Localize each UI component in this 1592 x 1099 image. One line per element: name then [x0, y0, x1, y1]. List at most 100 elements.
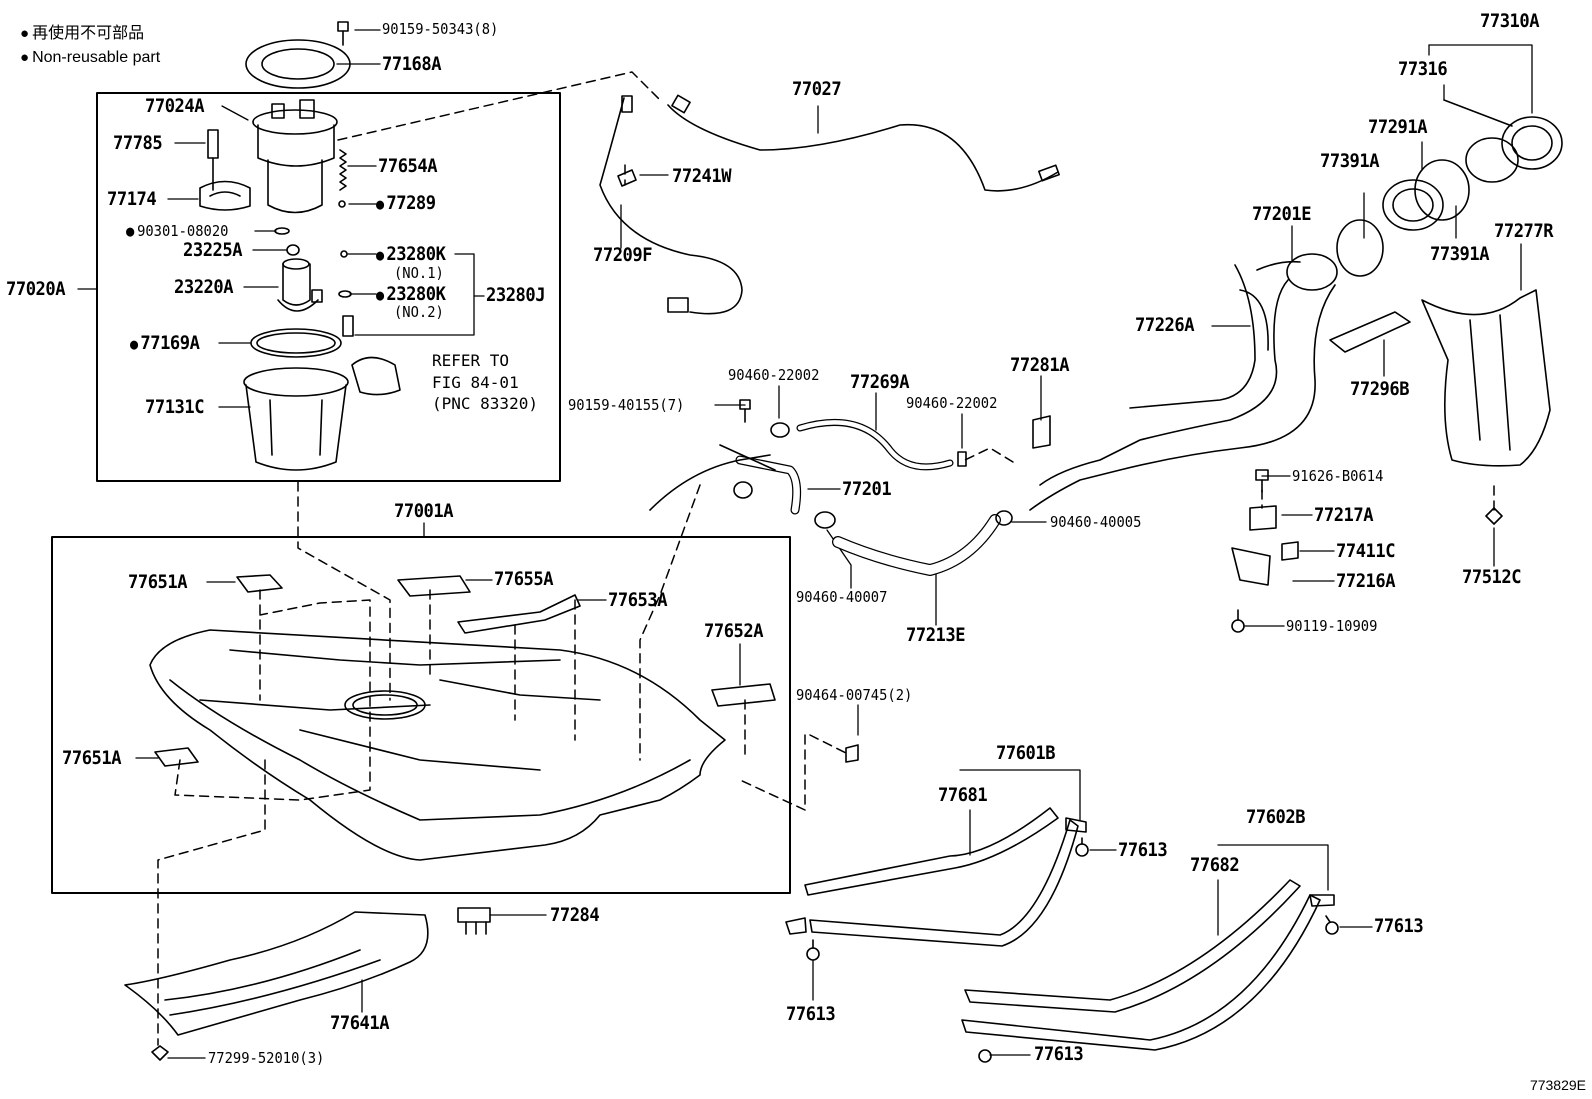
- label-77226A: 77226A: [1135, 314, 1195, 336]
- label-77411C: 77411C: [1336, 540, 1396, 562]
- wire-connector: [671, 94, 1060, 182]
- label-77168A: 77168A: [382, 53, 442, 75]
- clamps: [733, 422, 1013, 529]
- label-77001A: 77001A: [394, 500, 454, 522]
- oring-77391A-right: [1414, 159, 1470, 221]
- oring-23280K-1: [340, 250, 348, 258]
- label-77213E: 77213E: [906, 624, 966, 646]
- cushion-23225A: [286, 244, 300, 256]
- label-77174: 77174: [107, 188, 157, 210]
- sender-gauge-77785: [207, 129, 219, 191]
- label-90159-50343: 90159-50343(8): [382, 20, 499, 38]
- label-77316: 77316: [1398, 58, 1448, 80]
- label-77217A: 77217A: [1314, 504, 1374, 526]
- bolt-90119: [1231, 609, 1245, 633]
- label-77269A: 77269A: [850, 371, 910, 393]
- oring-77391A-left: [1336, 219, 1384, 277]
- label-77613-lower-left: 77613: [786, 1003, 836, 1025]
- bracket-77296B: [1329, 311, 1411, 353]
- fuel-pump-assembly-frame: [96, 92, 561, 482]
- oring-77289: [338, 200, 346, 208]
- label-23280K-2: 23280K: [376, 285, 446, 304]
- label-77681: 77681: [938, 784, 988, 806]
- label-77024A: 77024A: [145, 95, 205, 117]
- label-77655A: 77655A: [494, 568, 554, 590]
- bolt-90159-40155: [739, 399, 751, 423]
- pads: [154, 574, 776, 767]
- breather-pipe-77226A: [1129, 264, 1256, 409]
- legend-japanese: 再使用不可部品: [20, 24, 144, 44]
- hose-77269A: [796, 418, 954, 471]
- protector-77277R: [1421, 289, 1551, 467]
- label-77241W: 77241W: [672, 165, 732, 187]
- label-77209F: 77209F: [593, 244, 653, 266]
- fuel-cap-77310A: [1501, 116, 1563, 170]
- label-23280J: 23280J: [486, 284, 546, 306]
- refer-note: REFER TO FIG 84-01 (PNC 83320): [432, 351, 538, 414]
- gasket-77169A: [250, 328, 342, 358]
- label-77391A-bottom: 77391A: [1430, 243, 1490, 265]
- label-77027: 77027: [792, 78, 842, 100]
- label-77613-bottom: 77613: [1034, 1043, 1084, 1065]
- wire-77209F: [599, 97, 743, 315]
- retainer-77174: [199, 180, 251, 211]
- label-77201: 77201: [842, 478, 892, 500]
- connector-77284: [457, 907, 491, 935]
- bolts-77613: [806, 837, 1339, 1063]
- label-77654A: 77654A: [378, 155, 438, 177]
- clamp-77241W: [617, 169, 637, 187]
- label-77602B: 77602B: [1246, 806, 1306, 828]
- band-77602B: [961, 879, 1335, 1051]
- label-90464-00745: 90464-00745(2): [796, 686, 913, 704]
- label-77289: 77289: [376, 194, 436, 213]
- label-23280K-1: 23280K: [376, 245, 446, 264]
- regulator-part: [342, 315, 354, 337]
- vent-tube-77281A: [1032, 415, 1051, 449]
- oring-23280K-2: [338, 290, 352, 298]
- label-77652A: 77652A: [704, 620, 764, 642]
- label-77512C: 77512C: [1462, 566, 1522, 588]
- label-77216A: 77216A: [1336, 570, 1396, 592]
- clip-77512C: [1485, 507, 1503, 525]
- label-77651A-top: 77651A: [128, 571, 188, 593]
- protector-77641A: [124, 911, 429, 1036]
- clamp-77217A: [1249, 505, 1277, 531]
- label-77277R: 77277R: [1494, 220, 1554, 242]
- sub-tank-77131C: [243, 367, 349, 471]
- label-77299-52010: 77299-52010(3): [208, 1049, 325, 1067]
- wire-77027: [667, 104, 1059, 192]
- label-90460-22002-right: 90460-22002: [906, 394, 998, 412]
- label-77641A: 77641A: [330, 1012, 390, 1034]
- label-77310A: 77310A: [1480, 10, 1540, 32]
- label-77131C: 77131C: [145, 396, 205, 418]
- label-90119-10909: 90119-10909: [1286, 617, 1378, 635]
- label-77651A-bottom: 77651A: [62, 747, 122, 769]
- label-77284: 77284: [550, 904, 600, 926]
- legend-english: Non-reusable part: [20, 48, 160, 68]
- pump-bracket-77024A: [252, 99, 338, 214]
- label-77653A: 77653A: [608, 589, 668, 611]
- label-77296B: 77296B: [1350, 378, 1410, 400]
- label-77613-right: 77613: [1374, 915, 1424, 937]
- bracket-77411C: [1281, 541, 1299, 561]
- label-77281A: 77281A: [1010, 354, 1070, 376]
- label-77201E: 77201E: [1252, 203, 1312, 225]
- label-91626-B0614: 91626-B0614: [1292, 467, 1384, 485]
- cap-ring-77316: [1465, 137, 1519, 183]
- fuel-tank: [149, 629, 726, 861]
- label-77601B: 77601B: [996, 742, 1056, 764]
- clip-90464: [845, 744, 859, 763]
- label-77785: 77785: [113, 132, 163, 154]
- fuel-tank-assembly-frame: [51, 536, 791, 894]
- refer-part-83320: [351, 356, 401, 396]
- figure-code: 773829E: [1529, 1077, 1586, 1093]
- label-77020A: 77020A: [6, 278, 66, 300]
- label-90159-40155: 90159-40155(7): [568, 396, 685, 414]
- label-90460-40007: 90460-40007: [796, 588, 888, 606]
- label-90301-08020: 90301-08020: [126, 224, 228, 239]
- pump-23220A: [277, 258, 323, 312]
- label-23220A: 23220A: [174, 276, 234, 298]
- label-no2: (NO.2): [394, 303, 444, 321]
- breather-line: [649, 454, 771, 511]
